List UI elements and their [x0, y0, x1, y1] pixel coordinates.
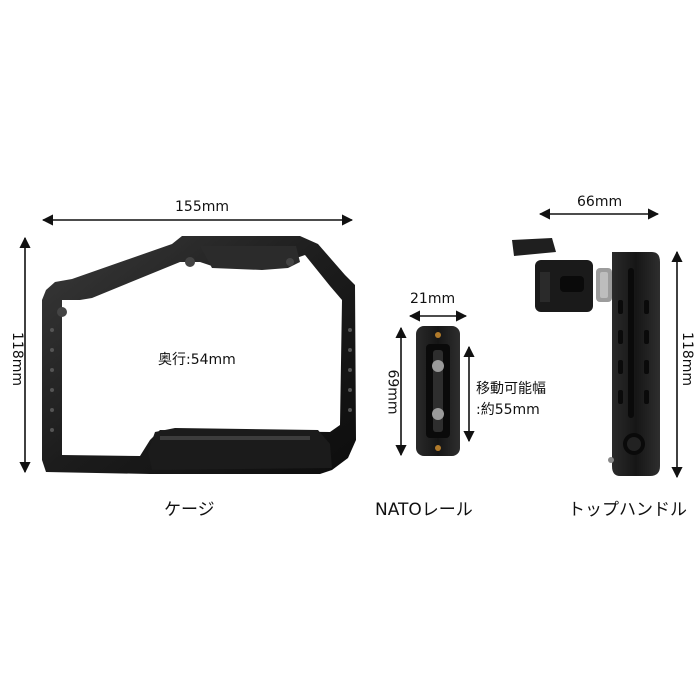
- cage-width-label: 155mm: [175, 199, 229, 215]
- handle-height-label: 118mm: [679, 332, 695, 386]
- cage-caption: ケージ: [164, 500, 215, 520]
- cage-depth-label: 奥行:54mm: [158, 352, 236, 368]
- cage-top-plate: [200, 246, 300, 270]
- nato-height-label: 69mm: [384, 369, 401, 415]
- nato-travel-label-line2: :約55mm: [476, 402, 540, 418]
- handle-lever: [512, 238, 556, 256]
- top-handle-image: [512, 238, 660, 476]
- cage-bottom-plate: [148, 428, 332, 470]
- nato-screw-top: [432, 360, 444, 372]
- nato-travel-label-line1: 移動可能幅: [476, 381, 546, 397]
- nato-caption: NATOレール: [375, 500, 473, 520]
- cage-image: [42, 236, 356, 474]
- handle-width-label: 66mm: [577, 194, 623, 210]
- cage-height-label: 118mm: [9, 332, 25, 386]
- nato-rail-image: [416, 326, 460, 456]
- nato-screw-bottom: [432, 408, 444, 420]
- handle-caption: トップハンドル: [568, 500, 687, 520]
- nato-width-label: 21mm: [410, 291, 456, 307]
